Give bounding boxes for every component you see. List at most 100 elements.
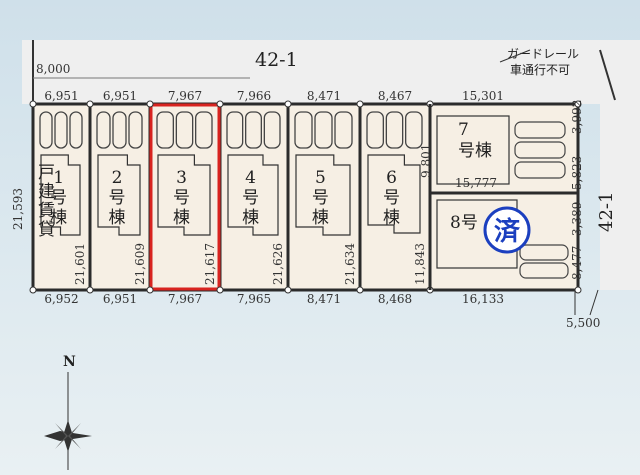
- lot-3-depth-dim: 21,617: [203, 243, 217, 285]
- lots-outline: [31, 102, 580, 292]
- boundary-marker: [356, 286, 364, 294]
- parking-space: [514, 121, 566, 139]
- guardrail-note: 車通行不可: [510, 63, 570, 77]
- lot7-house: [436, 115, 510, 185]
- parking-space: [245, 111, 262, 149]
- lot-5-house: [295, 154, 351, 236]
- lot-5-suffix2: 棟: [312, 208, 329, 228]
- lot7-right-top-dim: 3,992: [570, 100, 584, 134]
- lot-6-number: 6: [386, 168, 397, 188]
- west-neighbor-c3: 賃: [38, 201, 55, 221]
- north-arrow: N: [44, 354, 92, 470]
- parking-space: [156, 111, 174, 149]
- lot-1-suffix: 号: [50, 188, 67, 208]
- lot-3-front-dim: 7,967: [168, 89, 202, 103]
- parking-space: [263, 111, 281, 149]
- parking-space: [69, 111, 83, 149]
- lot-3-highlight: [149, 103, 221, 291]
- sold-badge-text: 済: [494, 216, 521, 247]
- parking-space: [175, 111, 194, 149]
- boundary-marker: [216, 286, 224, 294]
- east-road-name: 42-1: [596, 192, 617, 232]
- boundary-marker: [29, 100, 37, 108]
- guardrail-leader: [499, 49, 531, 63]
- lot7-number: 7: [458, 120, 469, 140]
- lot-5-rear-dim: 8,471: [307, 292, 341, 306]
- lot7-mid-dim: 15,777: [455, 176, 497, 190]
- lot-4-suffix2: 棟: [242, 208, 259, 228]
- parking-space: [334, 111, 353, 149]
- lot-6-front-dim: 8,467: [378, 89, 412, 103]
- lot-3-suffix: 号: [173, 188, 190, 208]
- boundary-marker: [29, 286, 37, 294]
- west-neighbor-c4: 貸: [38, 220, 55, 240]
- north-label: N: [63, 354, 76, 370]
- guardrail-label: ガードレール: [507, 47, 579, 61]
- lot-3-house: [157, 154, 211, 236]
- parking-space: [112, 111, 127, 149]
- lot-4-depth-dim: 21,626: [271, 243, 285, 285]
- parking-space: [519, 244, 569, 261]
- lot-4-number: 4: [245, 168, 256, 188]
- parking-space: [514, 161, 566, 179]
- lot8-right-b-dim: 8,477: [570, 246, 584, 280]
- lot-6-depth-dim: 11,843: [413, 243, 427, 285]
- lot-6-house: [367, 154, 421, 234]
- lot-1-house: [40, 154, 81, 236]
- parking-space: [128, 111, 143, 149]
- lot-2-suffix: 号: [109, 188, 126, 208]
- lot-4-house: [227, 154, 279, 236]
- lot-4-front-dim: 7,966: [237, 89, 271, 103]
- lot-6-suffix: 号: [383, 188, 400, 208]
- boundary-marker: [574, 100, 582, 108]
- boundary-marker: [146, 286, 154, 294]
- lot-5-front-dim: 8,471: [307, 89, 341, 103]
- lot-5-depth-dim: 21,634: [343, 243, 357, 285]
- west-neighbor-c2: 建: [38, 182, 55, 202]
- parking-space: [294, 111, 313, 149]
- lot-1-number: 1: [53, 168, 64, 188]
- lot-2-suffix2: 棟: [109, 208, 126, 228]
- lot-4-suffix: 号: [242, 188, 259, 208]
- lot-2-depth-dim: 21,609: [133, 243, 147, 285]
- boundary-marker: [86, 100, 94, 108]
- lot-1-suffix2: 棟: [50, 208, 67, 228]
- parking-space: [39, 111, 53, 149]
- lot-2-number: 2: [112, 168, 123, 188]
- boundary-marker: [146, 100, 154, 108]
- lot7-front-dim: 15,301: [462, 89, 504, 103]
- sold-badge: [483, 206, 531, 254]
- east-road: [600, 40, 640, 290]
- west-neighbor-c1: 戸: [38, 163, 55, 183]
- north-road: [22, 40, 640, 104]
- lot8-right-a-dim: 3,389: [570, 202, 584, 236]
- boundary-marker: [86, 286, 94, 294]
- parking-space: [366, 111, 384, 149]
- boundary-marker: [216, 100, 224, 108]
- guardrail-line: [599, 49, 616, 101]
- lot-5-number: 5: [315, 168, 326, 188]
- boundary-marker: [284, 286, 292, 294]
- lot-3-number: 3: [176, 168, 187, 188]
- west-depth-dim: 21,593: [11, 188, 25, 230]
- lot-6-rear-dim: 8,468: [378, 292, 412, 306]
- lot-3-rear-dim: 7,967: [168, 292, 202, 306]
- lot8-label: 8号: [450, 213, 478, 233]
- boundary-marker: [574, 286, 582, 294]
- lot-2-front-dim: 6,951: [103, 89, 137, 103]
- parking-space: [514, 141, 566, 159]
- lot-2-house: [97, 154, 141, 236]
- parking-space: [405, 111, 423, 149]
- lot-3-suffix2: 棟: [173, 208, 190, 228]
- boundary-marker: [284, 100, 292, 108]
- lot-1-rear-dim: 6,952: [44, 292, 78, 306]
- lot-5-suffix: 号: [312, 188, 329, 208]
- north-road-width: 8,000: [36, 62, 70, 76]
- parking-space: [96, 111, 111, 149]
